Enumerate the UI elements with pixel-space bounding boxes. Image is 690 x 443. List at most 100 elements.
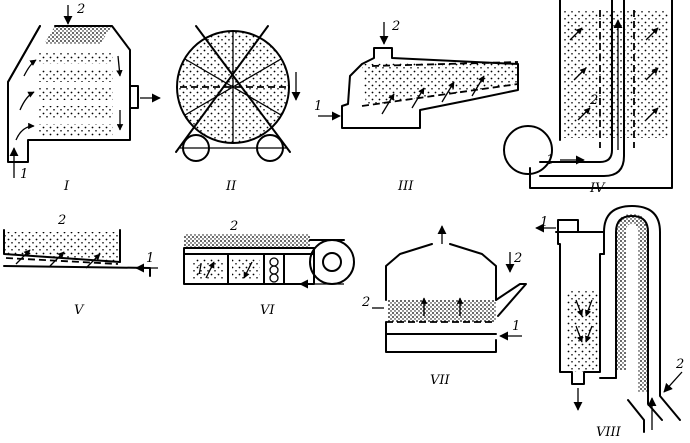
flow-arrow [19,91,35,111]
panel-VI: 2 1 VI [183,219,355,318]
shelf-2 [38,70,113,82]
panel-VIII-cyclone-arrows [575,299,593,343]
panel-I-hopper-material [44,26,112,44]
panel-I-left-wall [7,25,41,83]
panel-VIII-label: VIII [596,425,622,440]
panel-II: II [175,25,301,194]
panel-VII-marker-2b: 2 [361,295,370,310]
flow-arrow [585,299,593,317]
panel-I: 2 1 I [7,2,161,194]
panel-V: 2 1 V [3,213,158,318]
panel-VII-chute [495,283,527,317]
air-arrow [411,87,425,109]
panel-IV-marker-2: 2 [589,93,598,108]
panel-II-vane [184,58,282,116]
panel-VII: 2 2 1 VII [361,225,527,388]
flow-arrow [645,27,659,41]
flow-arrow [116,55,123,77]
panel-VI-coils [269,257,279,283]
panel-VIII: 1 2 VIII [535,205,684,440]
panel-V-marker-2: 2 [57,213,66,228]
panel-VI-cell [232,258,260,280]
panel-I-casing [7,25,131,163]
flow-arrow [573,67,587,81]
panel-IV-duct-inner [539,0,613,163]
panel-VIII-riser-material [616,214,648,392]
panel-VII-marker-2a: 2 [513,251,522,266]
shelf-4 [38,106,113,118]
panel-IV-label: IV [589,181,606,196]
flow-arrow [585,325,593,343]
air-arrow [243,261,253,279]
panel-III-label: III [397,179,414,194]
panel-II-label: II [225,179,237,194]
panel-VII-chamber [385,321,497,353]
panel-III: 2 1 III [314,19,519,194]
panel-III-casing [341,47,519,129]
panel-VIII-marker-1: 1 [540,215,548,230]
panel-VII-label: VII [430,373,451,388]
panel-I-label: I [63,179,70,194]
panel-V-material [4,232,120,262]
coil [269,273,279,283]
coil [269,265,279,275]
air-arrow [15,249,31,265]
shelf-1 [38,52,113,64]
flow-arrow [575,325,583,343]
panel-V-grate [5,257,119,265]
panel-IV: 2 1 IV [503,0,673,196]
flow-arrow [569,27,583,41]
air-arrow [381,93,395,115]
panel-VI-cell [192,258,224,280]
panel-VI-marker-2: 2 [229,219,238,234]
panel-III-grate [361,83,519,107]
panel-VI-marker-1: 1 [196,263,204,278]
panel-VII-left-hood [385,243,433,301]
flow-arrow [577,107,591,121]
panel-V-label: V [74,303,85,318]
panel-III-bed-top [371,61,519,67]
panel-III-air-arrows [381,75,485,115]
panel-VI-top-material [184,234,310,248]
air-arrow [85,253,101,269]
panel-III-material [362,62,518,106]
panel-IV-flow-arrows [569,27,659,121]
shelf-3 [38,88,113,100]
panel-VII-bed [388,300,496,322]
panel-IV-marker-1: 1 [546,153,554,168]
panel-I-marker-2: 2 [76,2,85,17]
panel-VIII-cyclone-material [566,290,600,372]
panel-I-shelves [38,52,113,136]
flow-arrow [645,107,659,121]
panel-V-marker-1: 1 [146,251,154,266]
flow-arrow [575,299,583,317]
panel-IV-outer-wall [529,0,673,189]
panel-VIII-riser-inner [615,215,663,421]
panel-II-cross-line [195,25,291,153]
flow-arrow [645,67,659,81]
air-arrow [205,261,215,279]
panel-III-marker-1: 1 [314,99,322,114]
panel-VIII-feed-arrow [663,371,683,393]
panel-VI-label: VI [260,303,275,318]
flow-arrow [15,122,35,141]
panel-II-cross-line [175,25,269,153]
panel-VI-fan [309,239,355,285]
air-arrow [49,251,65,267]
panel-VII-marker-1: 1 [512,319,520,334]
panel-VI-fan-hub [322,252,342,272]
panel-VIII-inlet-leg [627,399,645,433]
panel-VI-housing [183,247,315,285]
panel-I-marker-1: 1 [20,167,28,182]
air-arrow [471,75,485,97]
coil [269,257,279,267]
panel-IV-duct-outer [539,0,625,177]
flow-arrow [23,59,37,77]
panel-IV-fan [503,125,553,175]
panel-VII-right-hood [449,243,497,301]
panel-I-outlet [129,85,139,109]
panel-V-base [3,265,151,277]
shelf-5 [38,124,113,136]
